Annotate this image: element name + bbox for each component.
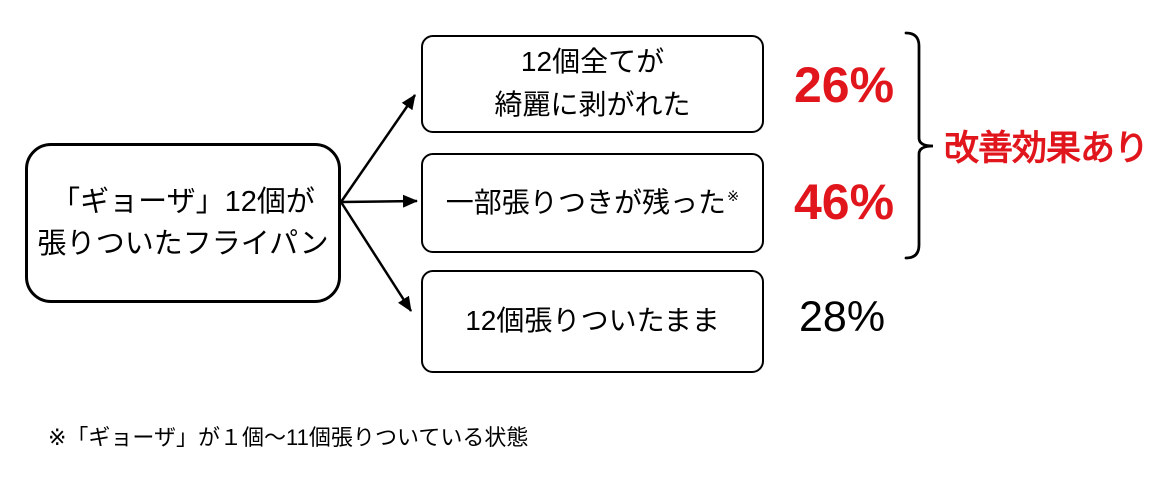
source-box-line1: 「ギョーザ」12個が	[51, 185, 315, 218]
outcome-box-all-peeled: 12個全てが 綺麗に剥がれた	[421, 35, 764, 133]
source-box: 「ギョーザ」12個が 張りついたフライパン	[25, 143, 341, 303]
outcome-label-line2: 綺麗に剥がれた	[494, 89, 691, 120]
outcome-box-partially-stuck: 一部張りつきが残った※	[421, 153, 764, 253]
outcome-label: 一部張りつきが残った※	[446, 182, 739, 225]
outcome-label-text: 一部張りつきが残った	[445, 186, 727, 218]
percent-value-still-stuck: 28%	[799, 293, 886, 341]
arrow-to-outcome-1-icon	[340, 194, 418, 208]
footnote: ※「ギョーザ」が１個～11個張りついている状態	[48, 425, 529, 450]
outcome-label: 12個張りついたまま	[465, 305, 720, 337]
footnote-marker: ※	[727, 188, 740, 205]
arrow-to-outcome-2-icon	[339, 201, 413, 312]
arrow-to-outcome-0-icon	[339, 94, 417, 203]
grouping-brace-icon	[904, 31, 934, 260]
outcome-box-still-stuck: 12個張りついたまま	[421, 270, 764, 373]
percent-value-all-peeled: 26%	[794, 57, 895, 113]
source-box-line2: 張りついたフライパン	[37, 228, 329, 260]
improvement-group-label: 改善効果あり	[944, 129, 1149, 168]
percent-value-partially-stuck: 46%	[794, 174, 895, 230]
outcome-label-line1: 12個全てが	[520, 46, 665, 78]
